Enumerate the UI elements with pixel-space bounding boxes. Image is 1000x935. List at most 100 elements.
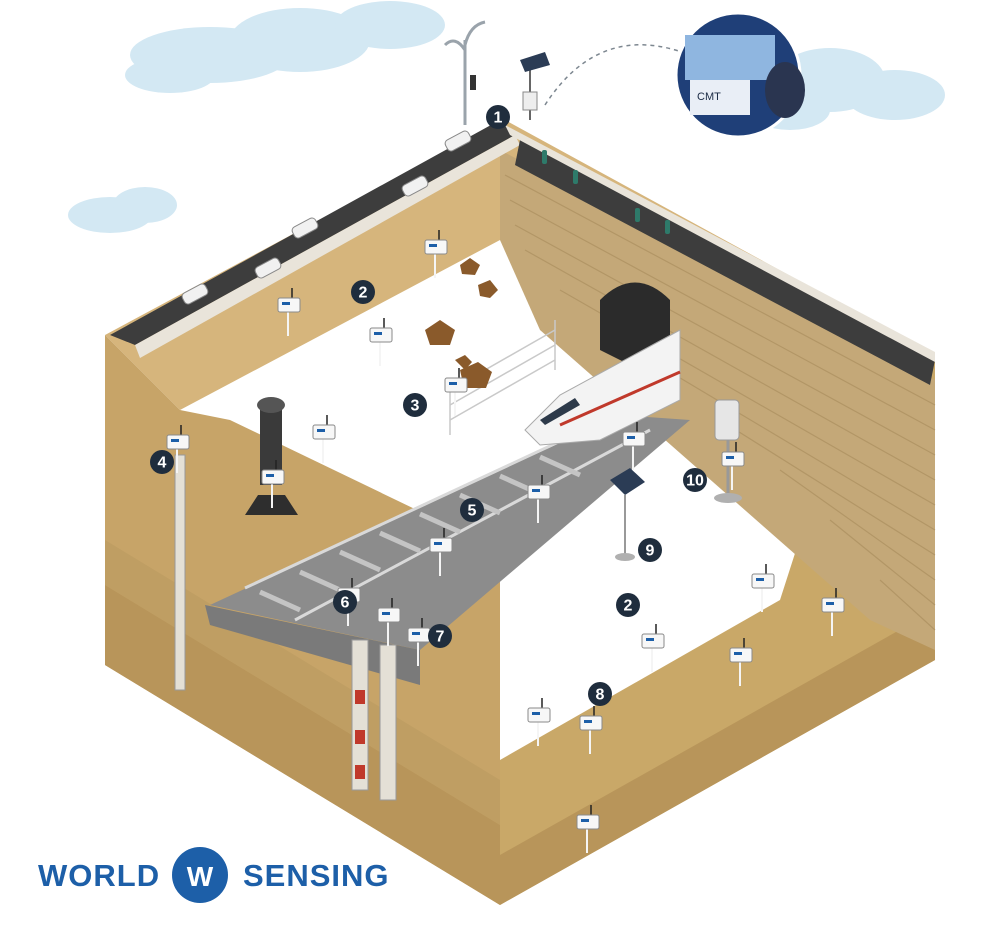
sensor-node[interactable] — [369, 318, 393, 366]
status-led-icon — [532, 712, 540, 715]
marker-label: 6 — [341, 595, 350, 612]
sensor-node[interactable] — [429, 528, 453, 576]
marker-circle — [683, 468, 707, 492]
marker-9[interactable]: 9 — [638, 538, 662, 562]
logo-word-right: SENSING — [243, 858, 390, 893]
status-led-icon — [171, 439, 179, 442]
marker-circle — [638, 538, 662, 562]
data-link-arc — [544, 44, 691, 106]
sensor-node[interactable] — [377, 598, 401, 646]
marker-circle — [333, 590, 357, 614]
status-led-icon — [584, 720, 592, 723]
marker-10[interactable]: 10 — [683, 468, 707, 492]
sensor-node[interactable] — [407, 618, 431, 666]
boulders — [425, 258, 498, 388]
monitor-screen-label: CMT — [697, 91, 721, 103]
sensor-node[interactable] — [579, 706, 603, 754]
remote-monitoring-view[interactable]: CMT — [674, 11, 805, 139]
status-led-icon — [756, 578, 764, 581]
train — [524, 329, 681, 446]
soil-stratum — [105, 585, 500, 905]
car — [291, 217, 319, 239]
person — [542, 150, 547, 164]
marker-6[interactable]: 6 — [333, 590, 357, 614]
marker-label: 2 — [359, 285, 368, 302]
status-led-icon — [532, 489, 540, 492]
marker-4[interactable]: 4 — [150, 450, 174, 474]
marker-circle — [428, 624, 452, 648]
marker-label: 7 — [436, 629, 445, 646]
status-led-icon — [317, 429, 325, 432]
marker-circle — [403, 393, 427, 417]
pedestrians — [542, 150, 670, 234]
person — [573, 170, 578, 184]
boulder — [478, 280, 498, 298]
sensor-node[interactable] — [622, 422, 646, 470]
marker-label: 3 — [411, 398, 420, 415]
car — [254, 257, 282, 279]
person — [635, 208, 640, 222]
status-led-icon — [266, 474, 274, 477]
sensor-node[interactable] — [576, 805, 600, 853]
sensor-node[interactable] — [751, 564, 775, 612]
boulder — [455, 355, 472, 370]
status-led-icon — [374, 332, 382, 335]
sensor-node[interactable] — [729, 638, 753, 686]
road — [110, 120, 515, 345]
logo-word-left: WORLD — [38, 858, 160, 893]
sensor-node[interactable] — [277, 288, 301, 336]
sensor-node[interactable] — [312, 415, 336, 463]
marker-7[interactable]: 7 — [428, 624, 452, 648]
status-led-icon — [412, 632, 420, 635]
status-led-icon — [449, 382, 457, 385]
marker-circle — [616, 593, 640, 617]
logo-mark-letter: W — [187, 861, 214, 892]
soil-stratum — [500, 610, 935, 905]
status-led-icon — [826, 602, 834, 605]
marker-circle — [351, 280, 375, 304]
status-led-icon — [726, 456, 734, 459]
marker-label: 5 — [468, 503, 477, 520]
sensor-node[interactable] — [641, 624, 665, 672]
marker-5[interactable]: 5 — [460, 498, 484, 522]
marker-label: 2 — [624, 598, 633, 615]
road-railing — [135, 135, 520, 358]
marker-2b[interactable]: 2 — [616, 593, 640, 617]
car — [401, 175, 429, 197]
sensor-node[interactable] — [527, 475, 551, 523]
marker-8[interactable]: 8 — [588, 682, 612, 706]
marker-1[interactable]: 1 — [486, 105, 510, 129]
marker-2a[interactable]: 2 — [351, 280, 375, 304]
sensor-node[interactable] — [527, 698, 551, 746]
sensor-node[interactable] — [821, 588, 845, 636]
sensor-node[interactable] — [721, 442, 745, 490]
marker-3[interactable]: 3 — [403, 393, 427, 417]
status-led-icon — [434, 542, 442, 545]
status-led-icon — [282, 302, 290, 305]
marker-label: 9 — [646, 543, 655, 560]
boulder — [460, 362, 492, 388]
cars — [181, 130, 472, 305]
status-led-icon — [734, 652, 742, 655]
marker-circle — [486, 105, 510, 129]
person — [665, 220, 670, 234]
sensor-node[interactable] — [166, 425, 190, 473]
boulder — [425, 320, 455, 345]
sidewalk — [505, 125, 935, 362]
status-led-icon — [581, 819, 589, 822]
sensor-node[interactable] — [444, 368, 468, 416]
marker-label: 4 — [158, 455, 167, 472]
sensor-node[interactable] — [261, 460, 285, 508]
marker-circle — [150, 450, 174, 474]
status-led-icon — [429, 244, 437, 247]
markers-layer: 1 2 2 3 4 5 6 7 8 9 10 — [150, 105, 707, 706]
street-lamp — [443, 20, 486, 125]
marker-circle — [460, 498, 484, 522]
sensor-node[interactable] — [424, 230, 448, 278]
marker-circle — [588, 682, 612, 706]
cloud — [125, 1, 445, 93]
road — [515, 140, 935, 385]
marker-label: 1 — [494, 110, 503, 127]
solar-gateway — [520, 52, 550, 120]
